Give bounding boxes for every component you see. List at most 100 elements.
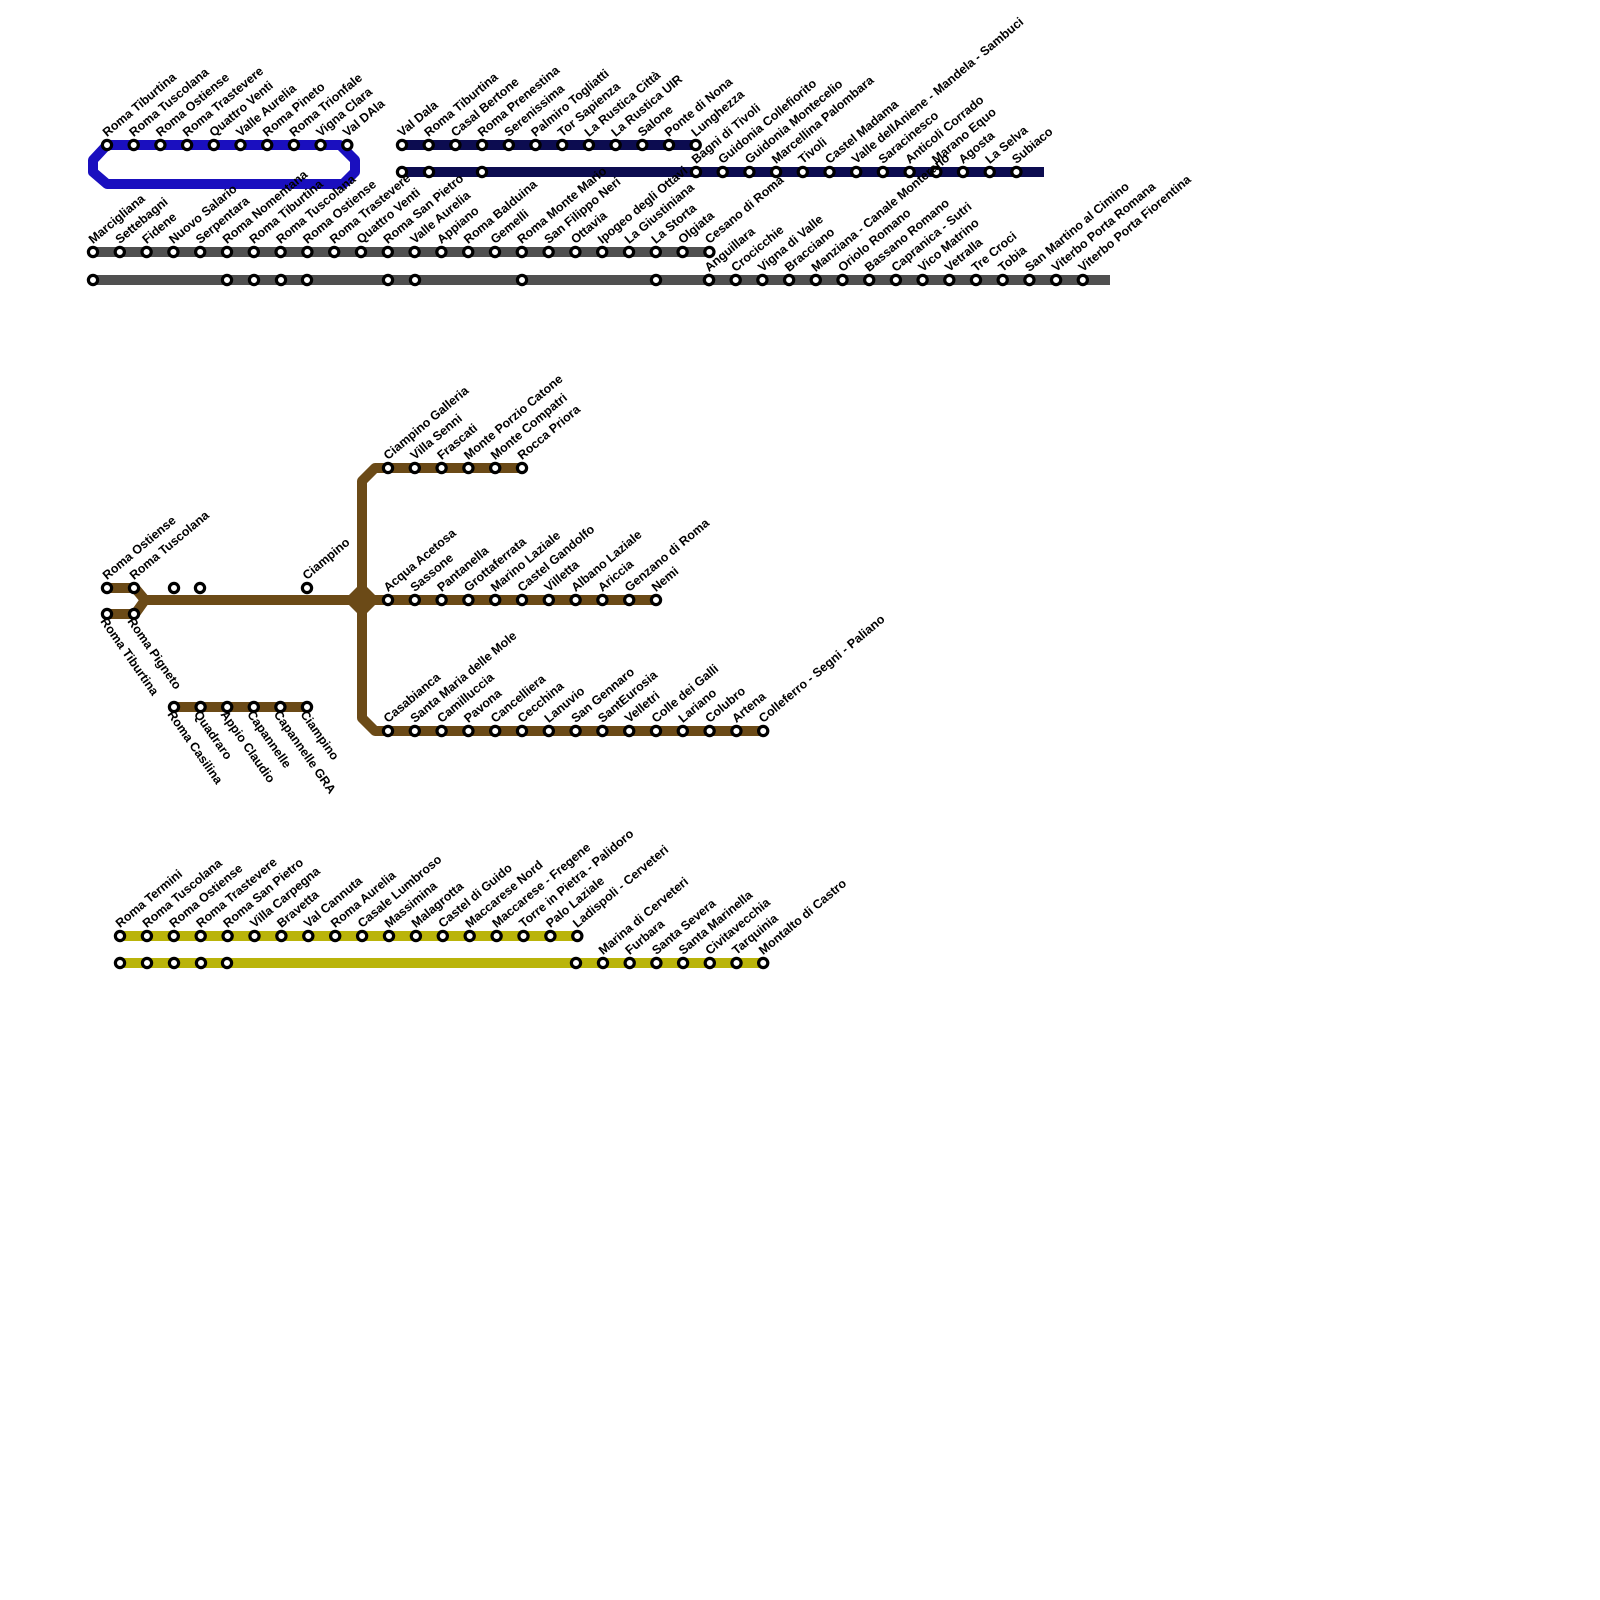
- station-marker[interactable]: [996, 273, 1009, 287]
- station-marker[interactable]: [903, 165, 916, 179]
- station-marker[interactable]: [850, 165, 863, 179]
- station-marker[interactable]: [140, 245, 153, 259]
- station-marker[interactable]: [889, 273, 903, 287]
- station-marker[interactable]: [422, 138, 435, 152]
- station-marker[interactable]: [703, 724, 716, 738]
- station-marker[interactable]: [86, 245, 100, 259]
- station-marker[interactable]: [462, 245, 475, 259]
- station-marker[interactable]: [463, 929, 476, 943]
- station-marker[interactable]: [649, 273, 663, 287]
- station-marker[interactable]: [703, 956, 717, 970]
- station-marker[interactable]: [194, 929, 207, 943]
- station-marker[interactable]: [381, 461, 395, 475]
- station-marker[interactable]: [435, 245, 448, 259]
- station-marker[interactable]: [623, 956, 636, 970]
- station-marker[interactable]: [1023, 273, 1036, 287]
- station-marker[interactable]: [542, 724, 556, 738]
- station-marker[interactable]: [489, 461, 502, 475]
- station-marker[interactable]: [127, 581, 141, 595]
- station-marker[interactable]: [154, 138, 167, 152]
- station-marker[interactable]: [194, 956, 208, 970]
- station-marker[interactable]: [569, 593, 582, 607]
- station-marker[interactable]: [796, 165, 810, 179]
- station-marker[interactable]: [100, 138, 114, 152]
- station-marker[interactable]: [422, 165, 436, 179]
- station-marker[interactable]: [193, 245, 207, 259]
- station-marker[interactable]: [650, 956, 663, 970]
- station-marker[interactable]: [435, 593, 448, 607]
- station-marker[interactable]: [354, 245, 368, 259]
- station-marker[interactable]: [823, 165, 836, 179]
- station-marker[interactable]: [649, 245, 663, 259]
- station-marker[interactable]: [782, 273, 796, 287]
- station-marker[interactable]: [876, 165, 890, 179]
- station-marker[interactable]: [689, 138, 702, 152]
- station-marker[interactable]: [515, 724, 529, 738]
- station-marker[interactable]: [462, 724, 475, 738]
- station-marker[interactable]: [462, 593, 475, 607]
- station-marker[interactable]: [596, 724, 609, 738]
- station-marker[interactable]: [757, 724, 770, 738]
- station-marker[interactable]: [247, 273, 261, 287]
- station-marker[interactable]: [275, 929, 288, 943]
- station-marker[interactable]: [596, 956, 610, 970]
- station-marker[interactable]: [1076, 273, 1090, 287]
- station-marker[interactable]: [167, 245, 180, 259]
- station-marker[interactable]: [836, 273, 849, 287]
- station-marker[interactable]: [1049, 273, 1063, 287]
- station-marker[interactable]: [167, 929, 180, 943]
- station-marker[interactable]: [381, 724, 395, 738]
- station-marker[interactable]: [302, 929, 315, 943]
- station-marker[interactable]: [287, 138, 301, 152]
- station-marker[interactable]: [1010, 165, 1023, 179]
- station-marker[interactable]: [300, 581, 314, 595]
- station-marker[interactable]: [743, 165, 756, 179]
- station-marker[interactable]: [582, 138, 596, 152]
- station-marker[interactable]: [515, 593, 529, 607]
- station-marker[interactable]: [676, 724, 690, 738]
- station-marker[interactable]: [409, 929, 423, 943]
- station-marker[interactable]: [488, 245, 502, 259]
- station-marker[interactable]: [542, 245, 555, 259]
- station-marker[interactable]: [515, 461, 529, 475]
- station-marker[interactable]: [261, 138, 274, 152]
- station-marker[interactable]: [100, 581, 114, 595]
- station-marker[interactable]: [623, 593, 636, 607]
- station-marker[interactable]: [382, 929, 396, 943]
- station-marker[interactable]: [300, 700, 314, 714]
- station-marker[interactable]: [529, 138, 542, 152]
- station-marker[interactable]: [113, 245, 127, 259]
- station-marker[interactable]: [381, 593, 395, 607]
- station-marker[interactable]: [756, 273, 769, 287]
- station-marker[interactable]: [140, 929, 154, 943]
- station-marker[interactable]: [395, 138, 409, 152]
- station-marker[interactable]: [649, 593, 663, 607]
- station-marker[interactable]: [381, 273, 395, 287]
- station-marker[interactable]: [167, 581, 181, 595]
- station-marker[interactable]: [943, 273, 956, 287]
- station-marker[interactable]: [969, 273, 983, 287]
- station-marker[interactable]: [140, 956, 154, 970]
- station-marker[interactable]: [930, 165, 943, 179]
- station-marker[interactable]: [502, 138, 515, 152]
- station-marker[interactable]: [983, 165, 996, 179]
- station-marker[interactable]: [194, 700, 207, 714]
- station-marker[interactable]: [542, 593, 556, 607]
- station-marker[interactable]: [609, 138, 622, 152]
- station-marker[interactable]: [569, 724, 582, 738]
- station-marker[interactable]: [167, 700, 181, 714]
- station-marker[interactable]: [301, 245, 314, 259]
- station-marker[interactable]: [274, 245, 287, 259]
- station-marker[interactable]: [220, 956, 234, 970]
- station-marker[interactable]: [221, 929, 234, 943]
- station-marker[interactable]: [220, 273, 234, 287]
- station-marker[interactable]: [489, 593, 502, 607]
- station-marker[interactable]: [207, 138, 220, 152]
- station-marker[interactable]: [435, 461, 448, 475]
- station-marker[interactable]: [517, 929, 530, 943]
- station-marker[interactable]: [408, 273, 422, 287]
- station-marker[interactable]: [636, 138, 649, 152]
- station-marker[interactable]: [569, 245, 582, 259]
- station-marker[interactable]: [769, 165, 783, 179]
- station-marker[interactable]: [408, 593, 421, 607]
